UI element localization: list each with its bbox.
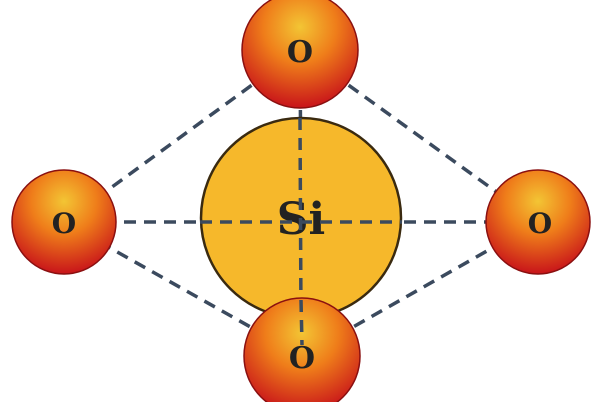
oxygen-atom-right: O [485,169,591,275]
bond-vertical-over-bottom-oxygen [299,299,304,346]
oxygen-label-right: O [528,207,552,240]
oxygen-atom-top: O [241,0,359,109]
oxygen-label-top: O [287,35,313,70]
oxygen-label-left: O [52,207,76,240]
oxygen-atom-bottom: O [243,297,361,402]
bonds-over-silicon [200,117,402,319]
bond-vertical-over-si [298,117,303,319]
oxygen-label-bottom: O [289,341,315,376]
oxygen-atom-left: O [11,169,117,275]
